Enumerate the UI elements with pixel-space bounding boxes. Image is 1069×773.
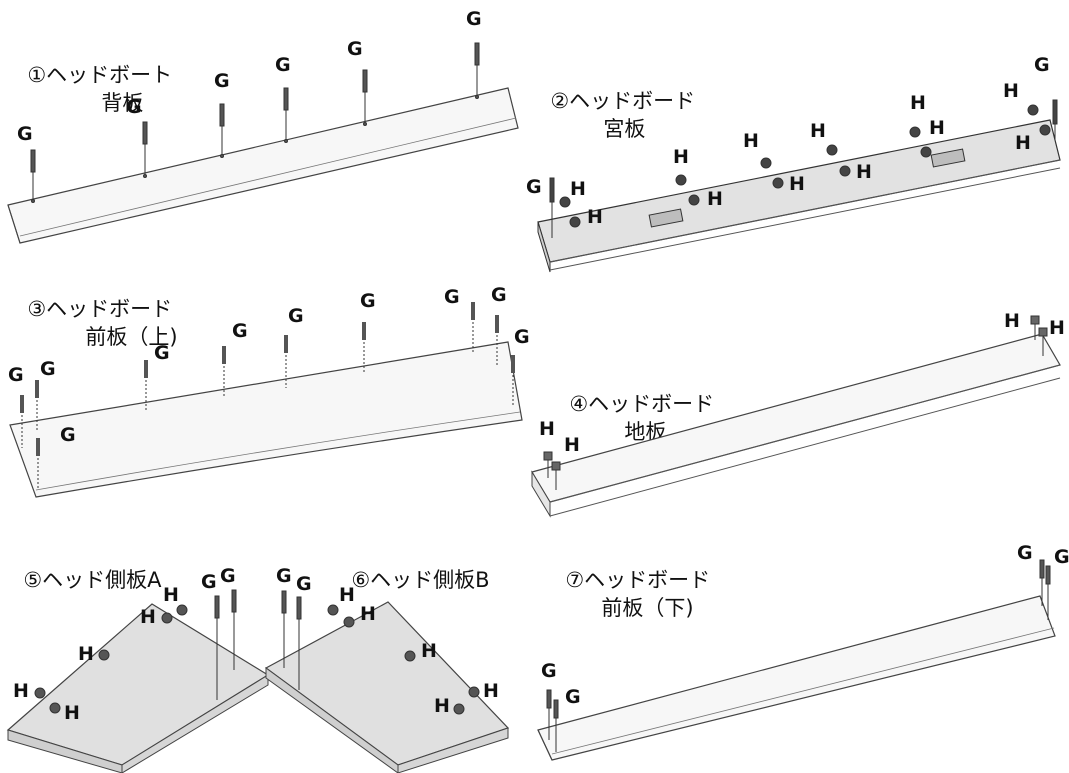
panel-2-subtitle: 宮板 [590,90,645,142]
part-label-h: H [810,120,826,142]
part-label-g: G [214,70,230,92]
part-label-h: H [707,188,723,210]
part-label-g: G [17,123,33,145]
part-label-h: H [789,173,805,195]
part-label-h: H [564,434,580,456]
part-label-h: H [743,130,759,152]
panel-1-subtitle: 背板 [88,64,143,116]
part-label-g: G [126,96,142,118]
part-label-g: G [360,290,376,312]
part-label-g: G [491,284,507,306]
part-label-h: H [140,606,156,628]
part-label-h: H [856,161,872,183]
part-label-h: H [13,680,29,702]
panel-5-title: ⑤ヘッド側板A [10,541,162,593]
panel-7-title: ⑦ヘッドボード [552,541,710,593]
part-label-g: G [296,573,312,595]
part-label-g: G [276,565,292,587]
part-label-h: H [929,117,945,139]
panel-1-title-line1: ①ヘッドボート [27,63,173,87]
panel-7-title-line1: ⑦ヘッドボード [565,568,711,592]
part-label-h: H [421,640,437,662]
panel-1-title: ①ヘッドボート [14,36,172,88]
part-label-g: G [220,565,236,587]
part-label-g: G [275,54,291,76]
part-label-g: G [1017,542,1033,564]
panel-2-title: ②ヘッドボード [537,62,695,114]
part-label-g: G [40,358,56,380]
part-label-h: H [1003,80,1019,102]
part-label-h: H [910,92,926,114]
part-label-h: H [483,680,499,702]
part-label-h: H [570,178,586,200]
part-label-h: H [360,603,376,625]
panel-3-title-line1: ③ヘッドボード [27,297,173,321]
part-label-h: H [1049,317,1065,339]
part-label-h: H [1004,310,1020,332]
part-label-h: H [78,643,94,665]
part-label-g: G [201,571,217,593]
panel-3-subtitle: 前板（上) [72,298,178,350]
part-label-g: G [1054,546,1069,568]
panel-4-title: ④ヘッドボード [556,365,714,417]
panel-5-title-line1: ⑤ヘッド側板A [23,568,162,592]
part-label-h: H [673,146,689,168]
part-label-h: H [434,695,450,717]
part-label-g: G [60,424,76,446]
panel-2-title-line2: 宮板 [603,117,646,141]
part-label-h: H [587,206,603,228]
panel-4-title-line1: ④ヘッドボード [569,392,715,416]
panel-1-title-line2: 背板 [101,91,144,115]
part-label-g: G [232,320,248,342]
panel-7-subtitle: 前板（下) [588,569,694,621]
part-label-g: G [466,8,482,30]
panel-2-title-line1: ②ヘッドボード [550,89,696,113]
part-label-h: H [1015,132,1031,154]
panel-3-title-line2: 前板（上) [85,325,178,349]
panel-6-title: ⑥ヘッド側板B [338,541,490,593]
part-label-g: G [444,286,460,308]
part-label-g: G [347,38,363,60]
part-label-h: H [539,418,555,440]
part-label-h: H [339,584,355,606]
part-label-g: G [526,176,542,198]
part-label-h: H [163,584,179,606]
panel-7-title-line2: 前板（下) [601,596,694,620]
panel-6-title-line1: ⑥ヘッド側板B [351,568,490,592]
part-label-g: G [565,686,581,708]
part-label-g: G [1034,54,1050,76]
part-label-g: G [541,660,557,682]
panel-3-title: ③ヘッドボード [14,270,172,322]
part-label-g: G [288,305,304,327]
part-label-h: H [64,702,80,724]
part-label-g: G [514,326,530,348]
part-label-g: G [8,364,24,386]
part-label-g: G [154,342,170,364]
